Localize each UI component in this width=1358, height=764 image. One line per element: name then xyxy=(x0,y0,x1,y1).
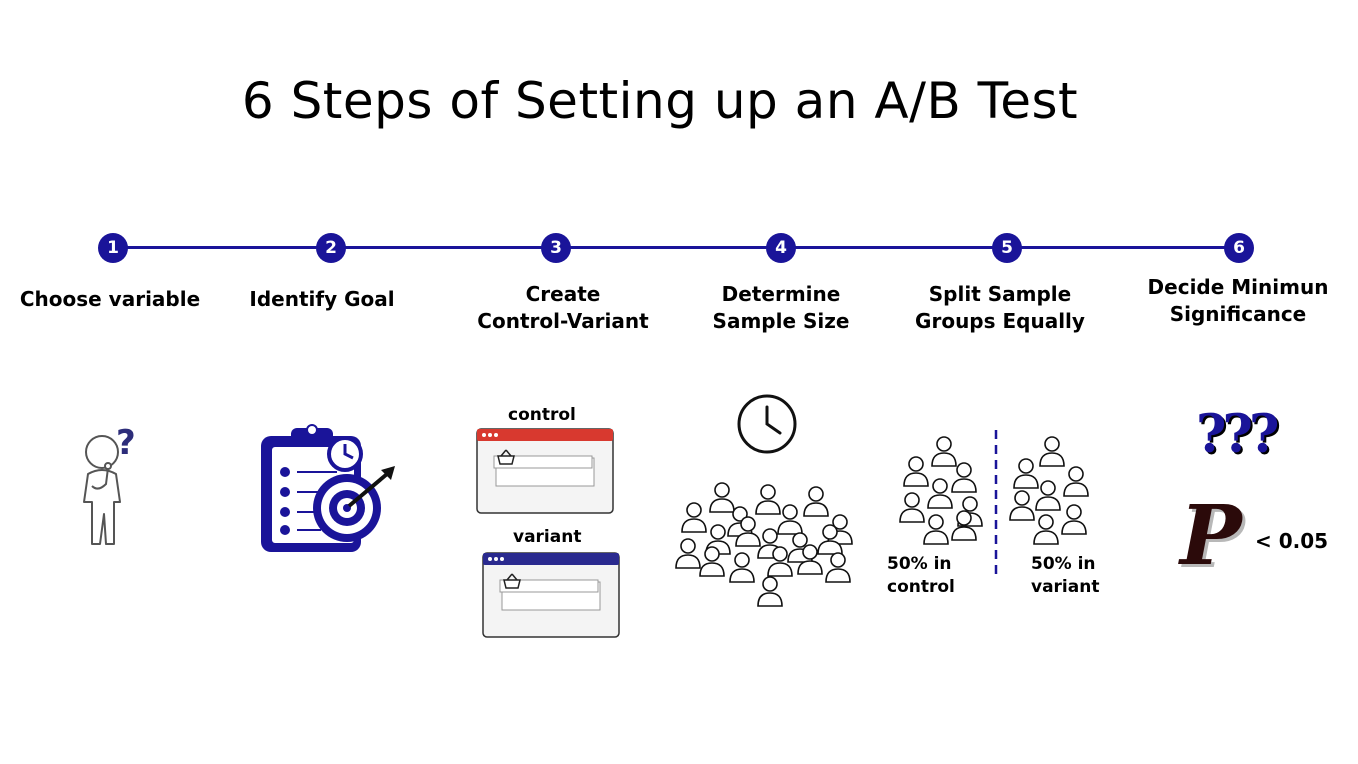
step-6-node: 6 xyxy=(1224,233,1254,263)
crowd-person xyxy=(755,484,781,515)
step-2-label: Identify Goal xyxy=(202,286,442,313)
clipboard-target-icon xyxy=(261,424,395,552)
crowd-person xyxy=(675,538,701,569)
step-5-label: Split Sample Groups Equally xyxy=(880,281,1120,335)
split-divider xyxy=(994,430,998,578)
crowd-person xyxy=(777,504,803,535)
control-group-person xyxy=(923,514,949,545)
step-5-node: 5 xyxy=(992,233,1022,263)
thinking-person-icon: ? xyxy=(83,423,136,545)
crowd-icon xyxy=(675,482,853,607)
crowd-person xyxy=(699,546,725,577)
step-4-label-line-2: Sample Size xyxy=(712,309,850,333)
step-5-label-line-2: Groups Equally xyxy=(915,309,1085,333)
variant-group-icon xyxy=(1009,436,1089,545)
variant-group-person xyxy=(1061,504,1087,535)
crowd-person xyxy=(767,546,793,577)
step-2-label-line-1: Identify Goal xyxy=(249,287,395,311)
control-group-person xyxy=(927,478,953,509)
crowd-person xyxy=(681,502,707,533)
step-3-label-line-2: Control-Variant xyxy=(477,309,649,333)
crowd-person xyxy=(729,552,755,583)
variant-share-line-1: 50% in xyxy=(1031,554,1096,574)
step-3-node: 3 xyxy=(541,233,571,263)
p-letter-icon: P xyxy=(1180,488,1242,584)
variant-group-person xyxy=(1013,458,1039,489)
step-4-node: 4 xyxy=(766,233,796,263)
variant-share-label: 50% in variant xyxy=(1031,553,1099,599)
variant-group-person xyxy=(1035,480,1061,511)
crowd-person xyxy=(757,576,783,607)
control-group-person xyxy=(899,492,925,523)
variant-group-person xyxy=(1063,466,1089,497)
crowd-person xyxy=(825,552,851,583)
step-1-node: 1 xyxy=(98,233,128,263)
step-6-label-line-2: Significance xyxy=(1169,302,1307,326)
step-6-label: Decide Minimun Significance xyxy=(1118,274,1358,328)
control-group-person xyxy=(951,462,977,493)
step-3-label: Create Control-Variant xyxy=(443,281,683,335)
step-4-label-line-1: Determine xyxy=(721,282,841,306)
step-2-node: 2 xyxy=(316,233,346,263)
step-3-label-line-1: Create xyxy=(525,282,601,306)
crowd-person xyxy=(817,524,843,555)
control-group-person xyxy=(903,456,929,487)
step-4-label: Determine Sample Size xyxy=(661,281,901,335)
variant-group-person xyxy=(1009,490,1035,521)
crowd-person xyxy=(735,516,761,547)
control-browser-window xyxy=(476,428,614,514)
crowd-person xyxy=(803,486,829,517)
control-share-line-2: control xyxy=(887,577,955,597)
question-marks-icon: ??? xyxy=(1196,404,1279,465)
step-5-label-line-1: Split Sample xyxy=(928,282,1072,306)
variant-group-person xyxy=(1033,514,1059,545)
svg-text:?: ? xyxy=(116,423,136,463)
control-group-icon xyxy=(899,436,983,545)
variant-share-line-2: variant xyxy=(1031,577,1100,597)
step-1-label-line-1: Choose variable xyxy=(19,287,201,311)
variant-group-person xyxy=(1039,436,1065,467)
variant-browser-window xyxy=(482,552,620,638)
timeline-line xyxy=(113,246,1238,249)
crowd-person xyxy=(709,482,735,513)
control-group-person xyxy=(951,510,977,541)
control-group-person xyxy=(931,436,957,467)
step-6-label-line-1: Decide Minimun xyxy=(1147,275,1329,299)
control-share-label: 50% in control xyxy=(887,553,955,599)
variant-label: variant xyxy=(513,527,582,547)
step-1-label: Choose variable xyxy=(0,286,230,313)
crowd-person xyxy=(797,544,823,575)
p-threshold: < 0.05 xyxy=(1255,529,1329,553)
control-share-line-1: 50% in xyxy=(887,554,952,574)
page-title: 6 Steps of Setting up an A/B Test xyxy=(241,72,1079,130)
control-label: control xyxy=(508,405,576,425)
clock-icon xyxy=(737,394,797,454)
